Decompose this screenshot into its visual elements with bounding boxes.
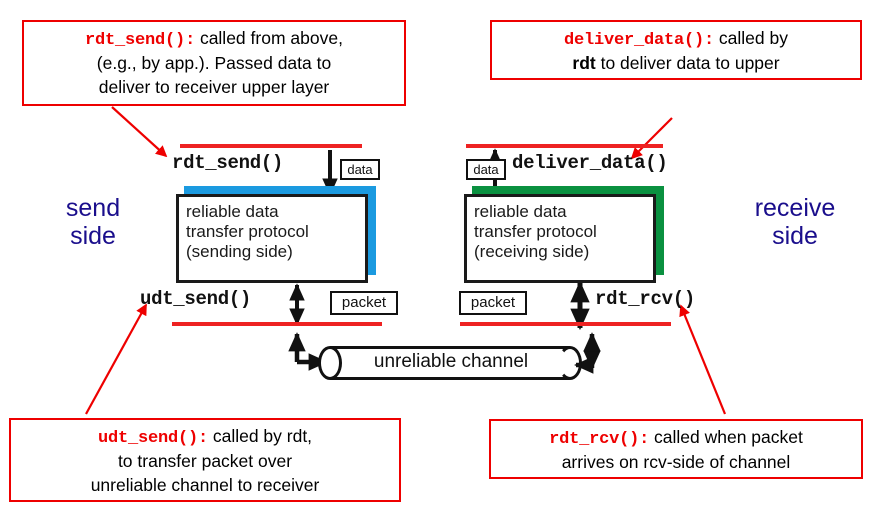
callout-rdt-rcv-fn: rdt_rcv(): bbox=[549, 430, 650, 449]
callout-udt-send-line2: to transfer packet over bbox=[117, 451, 293, 472]
layer-line-bottom-receiver bbox=[460, 322, 671, 326]
leader-rdt-send bbox=[111, 106, 168, 158]
receiving-protocol-line1: reliable data bbox=[474, 202, 567, 221]
callout-rdt-send: rdt_send(): called from above, (e.g., by… bbox=[22, 20, 406, 106]
packet-unit-box-receiver: packet bbox=[459, 291, 527, 315]
receiving-protocol-box: reliable data transfer protocol (receivi… bbox=[464, 194, 656, 283]
callout-deliver-data-fn: deliver_data(): bbox=[564, 31, 715, 50]
callout-rdt-send-line1: called from above, bbox=[195, 28, 343, 48]
callout-udt-send-line1: called by rdt, bbox=[207, 426, 313, 446]
receiving-protocol-line2: transfer protocol bbox=[474, 222, 597, 242]
leader-udt-send bbox=[85, 303, 147, 415]
callout-rdt-rcv-line1: called when packet bbox=[649, 427, 803, 447]
callout-deliver-data-rdt-bold: rdt bbox=[572, 53, 596, 74]
data-unit-box-sender: data bbox=[340, 159, 380, 180]
receive-side-label-line1: receive bbox=[754, 194, 836, 222]
send-side-label: send side bbox=[32, 194, 154, 250]
packet-unit-box-sender: packet bbox=[330, 291, 398, 315]
send-side-label-line1: send bbox=[65, 194, 121, 222]
sending-protocol-box: reliable data transfer protocol (sending… bbox=[176, 194, 368, 283]
unreliable-channel: unreliable channel bbox=[318, 346, 582, 380]
callout-deliver-data-line1: called by bbox=[714, 28, 788, 48]
callout-deliver-data-line2: to deliver data to upper bbox=[595, 53, 780, 74]
callout-rdt-rcv-line2: arrives on rcv-side of channel bbox=[561, 452, 791, 473]
receive-side-label-line2: side bbox=[772, 222, 818, 250]
udt-send-label: udt_send() bbox=[140, 288, 252, 310]
callout-rdt-send-fn: rdt_send(): bbox=[85, 31, 196, 50]
callout-rdt-send-line3: deliver to receiver upper layer bbox=[98, 76, 330, 97]
channel-body bbox=[330, 346, 570, 380]
channel-cap-right bbox=[558, 346, 582, 380]
send-side-label-line2: side bbox=[70, 222, 116, 250]
callout-udt-send-line3: unreliable channel to receiver bbox=[90, 474, 320, 495]
channel-cap-left bbox=[318, 346, 342, 380]
deliver-data-label: deliver_data() bbox=[512, 152, 668, 174]
layer-line-bottom-sender bbox=[172, 322, 382, 326]
sending-protocol-line3: (sending side) bbox=[186, 242, 293, 262]
rdt-rcv-label: rdt_rcv() bbox=[595, 288, 695, 310]
layer-line-top-receiver bbox=[466, 144, 663, 148]
callout-udt-send: udt_send(): called by rdt, to transfer p… bbox=[9, 418, 401, 502]
callout-rdt-send-line2: (e.g., by app.). Passed data to bbox=[96, 53, 332, 74]
callout-udt-send-fn: udt_send(): bbox=[97, 429, 208, 448]
receive-side-label: receive side bbox=[720, 194, 870, 250]
rdt-send-label: rdt_send() bbox=[172, 152, 284, 174]
channel-label: unreliable channel bbox=[373, 351, 529, 372]
receiving-protocol-line3: (receiving side) bbox=[474, 242, 590, 262]
leader-rdt-rcv bbox=[679, 304, 727, 415]
data-unit-box-receiver: data bbox=[466, 159, 506, 180]
callout-deliver-data: deliver_data(): called by rdt to deliver… bbox=[490, 20, 862, 80]
layer-line-top-sender bbox=[180, 144, 362, 148]
callout-rdt-rcv: rdt_rcv(): called when packet arrives on… bbox=[489, 419, 863, 479]
sending-protocol-line2: transfer protocol bbox=[186, 222, 309, 242]
sending-protocol-line1: reliable data bbox=[186, 202, 279, 221]
